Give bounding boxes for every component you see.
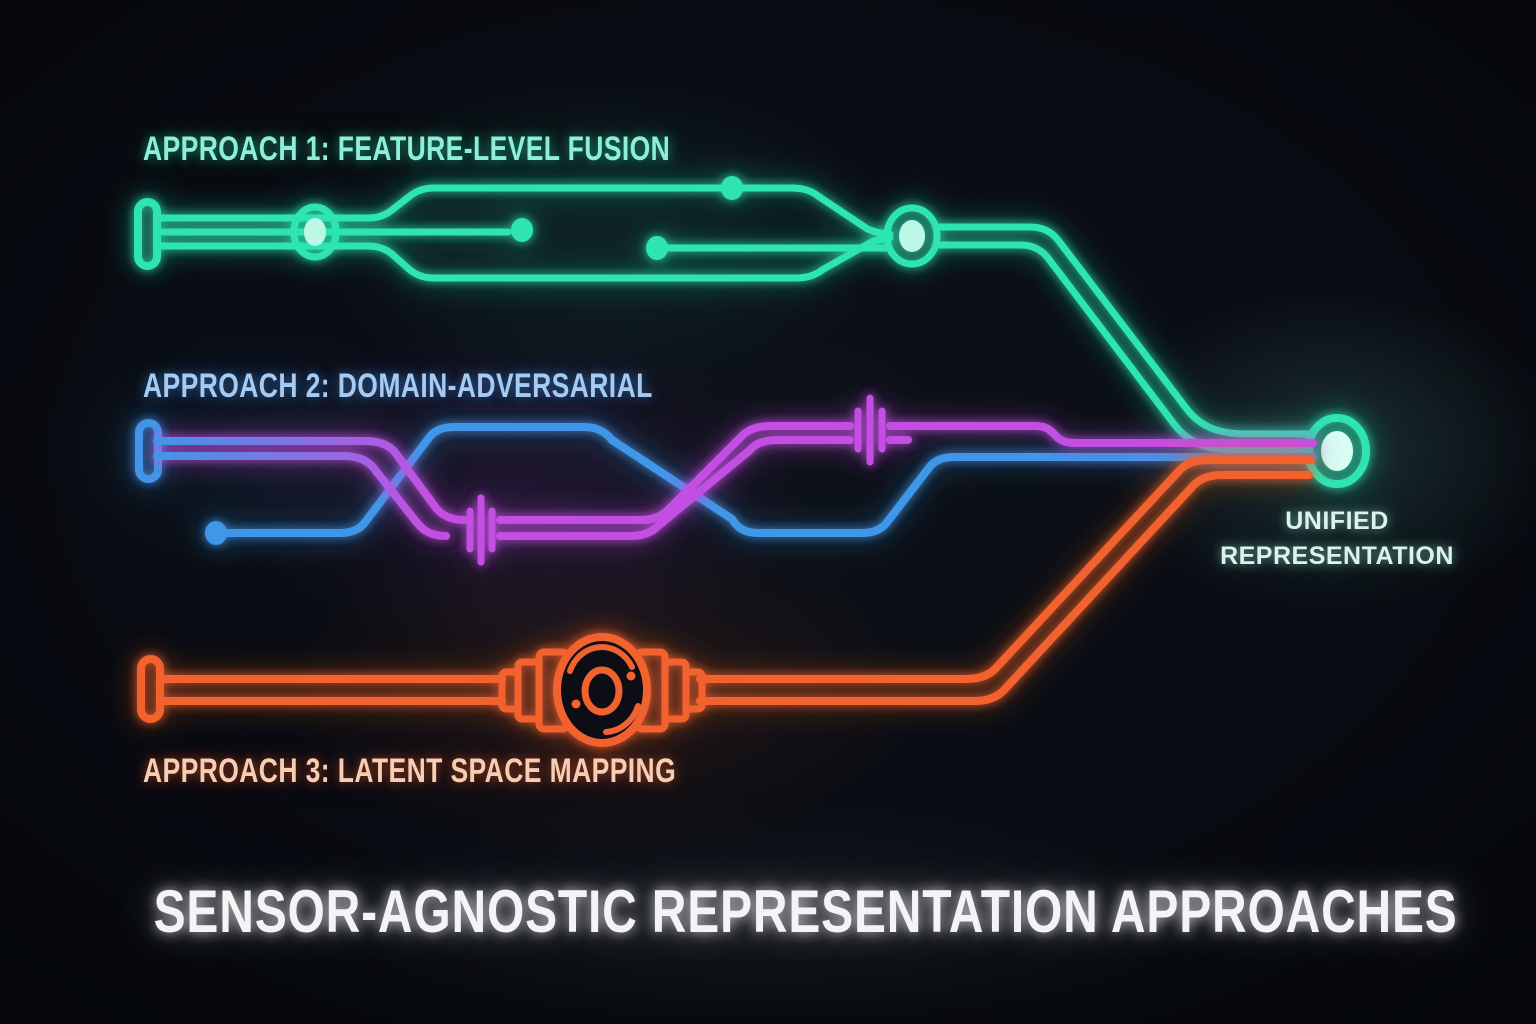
feature-dot [721, 176, 743, 200]
latent-line-top-right [696, 456, 1315, 683]
approach-1-circuit [134, 176, 1370, 488]
lens-arc-top [567, 644, 635, 674]
fusion-out-top [932, 223, 1316, 438]
signal-dot-blue [205, 521, 227, 545]
main-title: SENSOR-AGNOSTIC REPRESENTATION APPROACHE… [153, 878, 1458, 945]
unified-node-core [1321, 431, 1353, 471]
adversarial-gate-1 [466, 494, 496, 566]
approach-2-label: APPROACH 2: DOMAIN-ADVERSARIAL [143, 367, 653, 405]
approach-3-label: APPROACH 3: LATENT SPACE MAPPING [143, 752, 677, 790]
junction-node-1-core [304, 218, 326, 246]
latent-encoder-lens [498, 633, 706, 747]
adversarial-pair-top-right [496, 422, 854, 524]
unified-label-line1: UNIFIED [1285, 507, 1389, 535]
adversarial-single-right [886, 422, 1317, 447]
junction-node-1 [290, 203, 340, 261]
adversarial-pair-bottom-right [496, 436, 854, 540]
junction-node-2-core [899, 220, 925, 252]
feature-dot [646, 236, 668, 260]
approach-2-blue-line [135, 419, 1317, 545]
adversarial-gate-2 [854, 394, 886, 466]
fusion-out-bottom [932, 241, 1314, 454]
approach-3-circuit [137, 456, 1315, 747]
unified-node-ring [1304, 414, 1370, 488]
lens-dot [571, 699, 581, 709]
approach-1-label: APPROACH 1: FEATURE-LEVEL FUSION [143, 130, 671, 168]
fusion-line-top [153, 184, 894, 238]
input-terminal-blue [135, 419, 162, 483]
adversarial-pair-bottom-left [153, 452, 450, 540]
feature-dot [511, 218, 533, 242]
approach-2-gradient-pair [153, 437, 468, 540]
approach-2-purple-line [466, 394, 1317, 566]
lens-arc-bottom [603, 703, 641, 735]
lens-dot [626, 671, 636, 681]
junction-node-2 [883, 204, 941, 268]
lens-outer-ring [553, 633, 651, 747]
adversarial-blue-path [223, 423, 1317, 537]
latent-line-bottom-right [696, 471, 1313, 705]
unified-label-line2: REPRESENTATION [1220, 542, 1454, 570]
unified-representation-label: UNIFIED REPRESENTATION [1185, 504, 1489, 574]
input-terminal-orange [137, 655, 164, 723]
adversarial-pair-top-left [153, 437, 468, 524]
lens-inner-ring [581, 666, 623, 716]
fusion-line-bottom [153, 234, 894, 282]
